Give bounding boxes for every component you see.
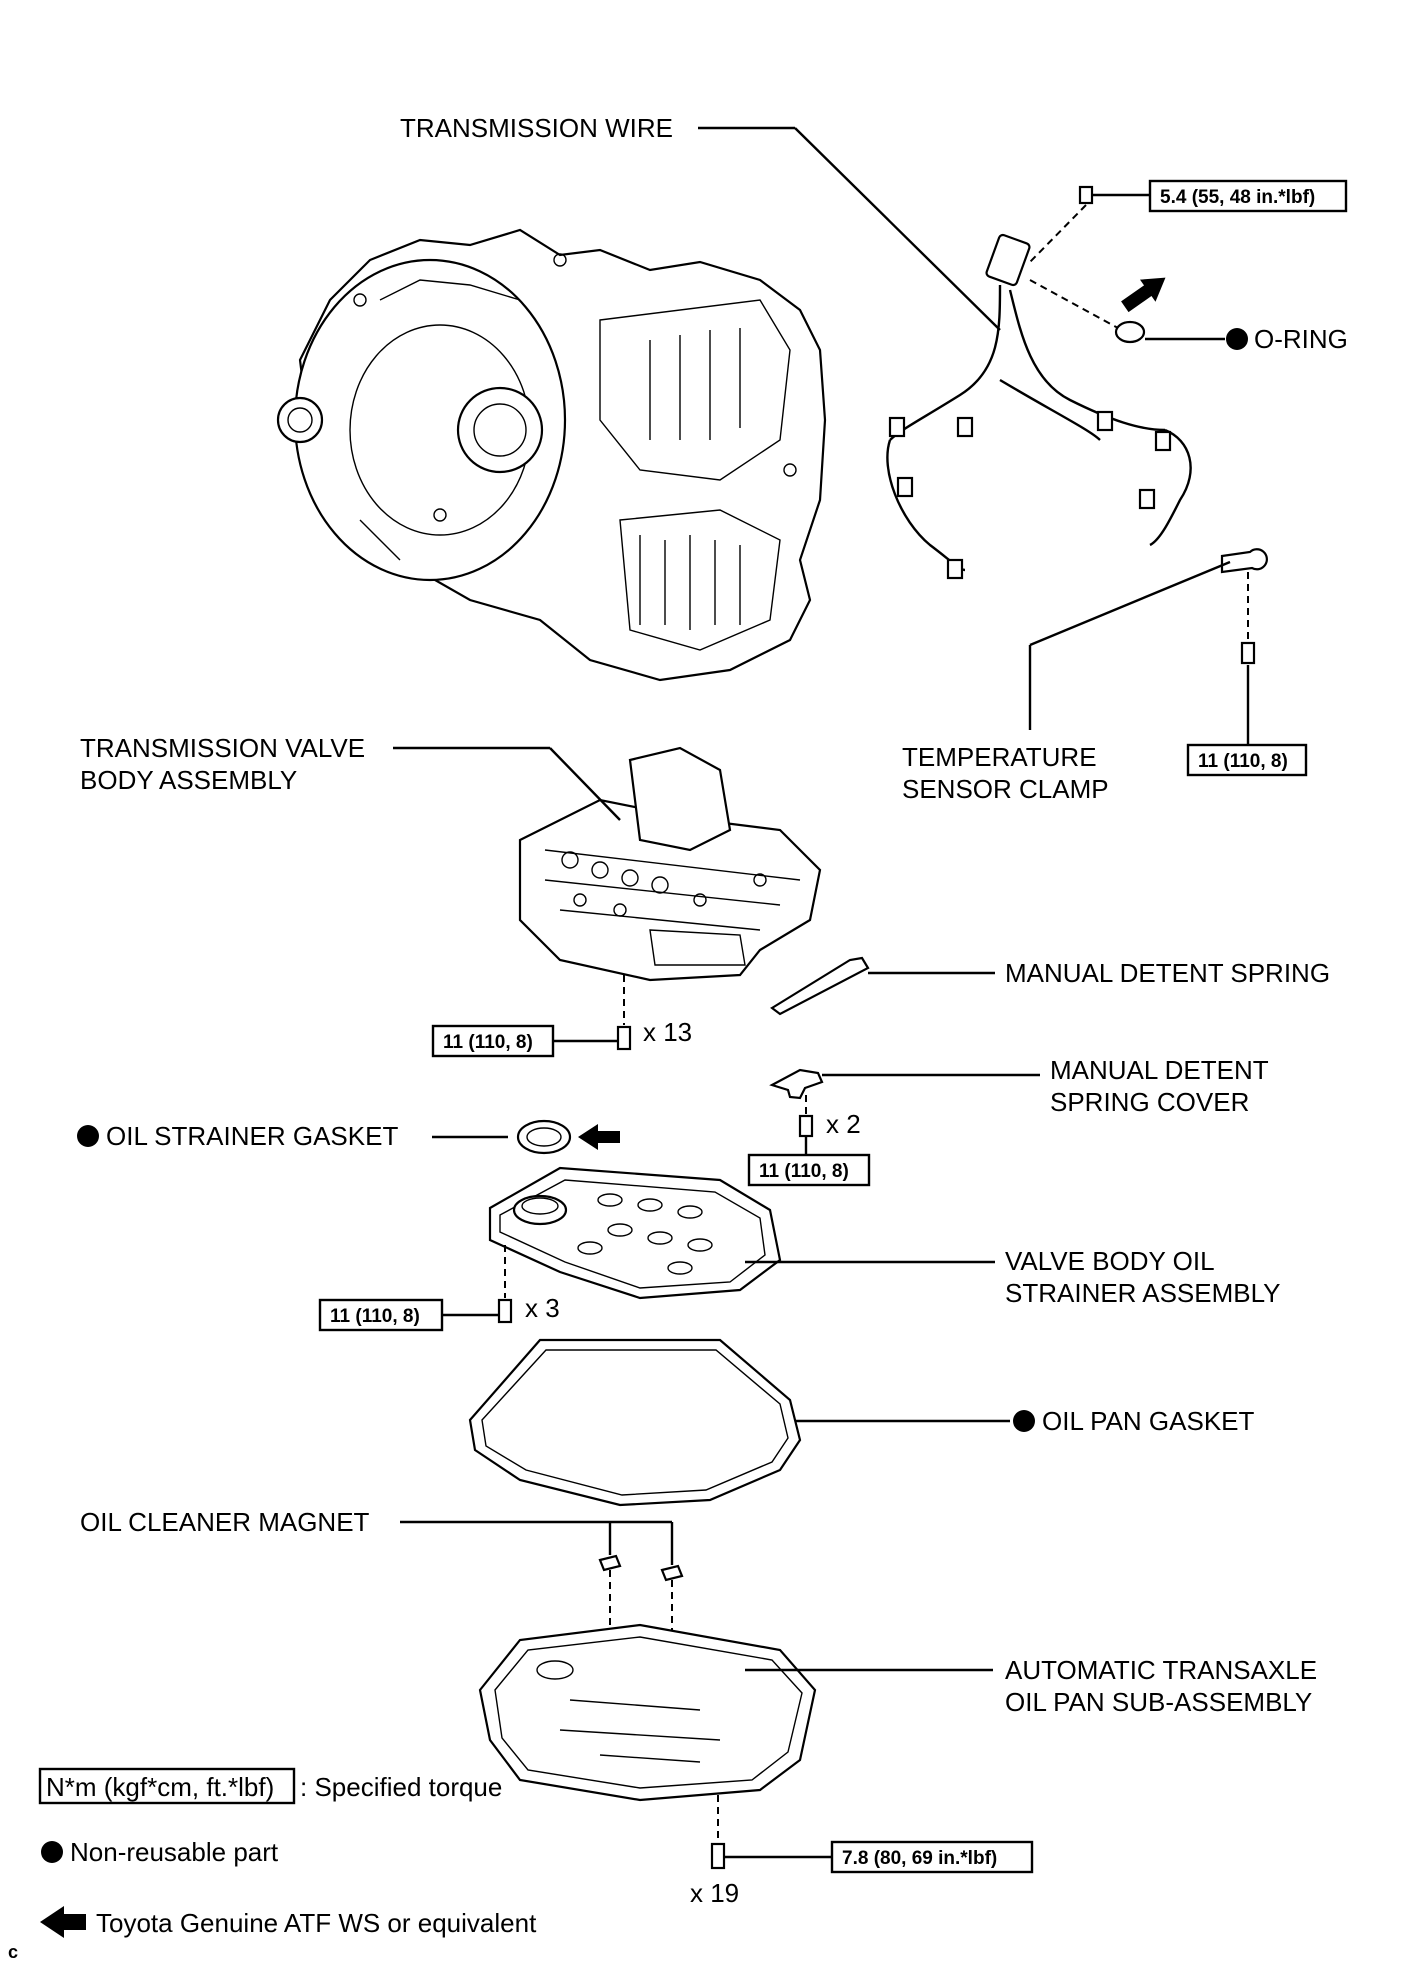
torque-box-wire-bolt [1148, 179, 1348, 213]
manual-detent-spring-part [770, 956, 870, 1016]
torque-box-clamp-bolt [1186, 743, 1308, 777]
manual-detent-spring-cover-part [769, 1068, 824, 1100]
non-reusable-dot-icon [1226, 328, 1248, 350]
qty-cover-bolt: x 2 [826, 1109, 861, 1139]
legend: N*m (kgf*cm, ft.*lbf) : Specified torque… [8, 1767, 537, 1962]
oil-pan-illustration [478, 1623, 817, 1802]
oil-cleaner-magnet-part [660, 1564, 684, 1582]
label-detent-cover-1: MANUAL DETENT [1050, 1055, 1269, 1085]
clamp-bolt [1240, 641, 1256, 665]
label-o-ring: O-RING [1254, 324, 1348, 354]
atf-arrow-icon [40, 1906, 86, 1938]
label-strainer-2: STRAINER ASSEMBLY [1005, 1278, 1281, 1308]
torque-strainer-bolt: 11 (110, 8) [330, 1306, 420, 1327]
legend-torque-box-text: N*m (kgf*cm, ft.*lbf) [46, 1772, 274, 1802]
oil-strainer-gasket-part [516, 1119, 572, 1155]
label-strainer-1: VALVE BODY OIL [1005, 1246, 1215, 1276]
label-oil-strainer-gasket: OIL STRAINER GASKET [106, 1121, 398, 1151]
qty-pan-bolt: x 19 [690, 1878, 739, 1908]
torque-clamp-bolt: 11 (110, 8) [1198, 751, 1288, 772]
pan-bolt [710, 1842, 726, 1870]
non-reusable-dot-icon [77, 1125, 99, 1147]
torque-cover-bolt: 11 (110, 8) [759, 1161, 849, 1182]
label-transmission-wire: TRANSMISSION WIRE [400, 113, 673, 143]
oil-pan-gasket-part [468, 1338, 802, 1507]
transaxle-assembly-illustration [276, 228, 827, 682]
torque-box-pan-bolt [830, 1840, 1034, 1874]
oil-cleaner-magnet-part [598, 1554, 622, 1572]
non-reusable-dot-icon [41, 1841, 63, 1863]
qty-strainer-bolt: x 3 [525, 1293, 560, 1323]
label-detent-cover-2: SPRING COVER [1050, 1087, 1249, 1117]
torque-wire-bolt: 5.4 (55, 48 in.*lbf) [1160, 187, 1315, 208]
transmission-wire-harness [886, 185, 1192, 580]
label-oil-pan-gasket: OIL PAN GASKET [1042, 1406, 1255, 1436]
legend-torque-box [38, 1767, 296, 1805]
label-temp-clamp-2: SENSOR CLAMP [902, 774, 1109, 804]
label-temp-clamp-1: TEMPERATURE [902, 742, 1097, 772]
label-oil-pan-1: AUTOMATIC TRANSAXLE [1005, 1655, 1317, 1685]
label-valve-body-2: BODY ASSEMBLY [80, 765, 297, 795]
label-oil-pan-2: OIL PAN SUB-ASSEMBLY [1005, 1687, 1312, 1717]
o-ring-part [1114, 320, 1146, 344]
label-manual-detent-spring: MANUAL DETENT SPRING [1005, 958, 1330, 988]
torque-box-strainer-bolt [318, 1298, 444, 1332]
torque-valve-body-bolt: 11 (110, 8) [443, 1032, 533, 1053]
atf-arrow-icon [578, 1124, 620, 1150]
valve-body-bolt [616, 1025, 632, 1051]
temperature-sensor-clamp-part [1220, 548, 1268, 574]
legend-non-reusable: Non-reusable part [70, 1837, 279, 1867]
qty-valve-body-bolt: x 13 [643, 1017, 692, 1047]
label-valve-body-1: TRANSMISSION VALVE [80, 733, 365, 763]
torque-pan-bolt: 7.8 (80, 69 in.*lbf) [842, 1848, 997, 1869]
non-reusable-dot-icon [1013, 1410, 1035, 1432]
torque-box-valve-body-bolt [431, 1024, 555, 1058]
strainer-bolt [497, 1298, 513, 1324]
label-oil-cleaner-magnet: OIL CLEANER MAGNET [80, 1507, 370, 1537]
valve-body-assembly-illustration [518, 746, 822, 982]
cover-bolt [798, 1114, 814, 1138]
legend-torque-text: : Specified torque [300, 1772, 502, 1802]
wire-bolt [1078, 185, 1094, 205]
torque-box-cover-bolt [747, 1153, 871, 1187]
corner-mark: c [8, 1942, 18, 1962]
valve-body-oil-strainer-illustration [488, 1166, 782, 1300]
atf-arrow-icon [1121, 277, 1166, 313]
legend-atf: Toyota Genuine ATF WS or equivalent [96, 1908, 537, 1938]
